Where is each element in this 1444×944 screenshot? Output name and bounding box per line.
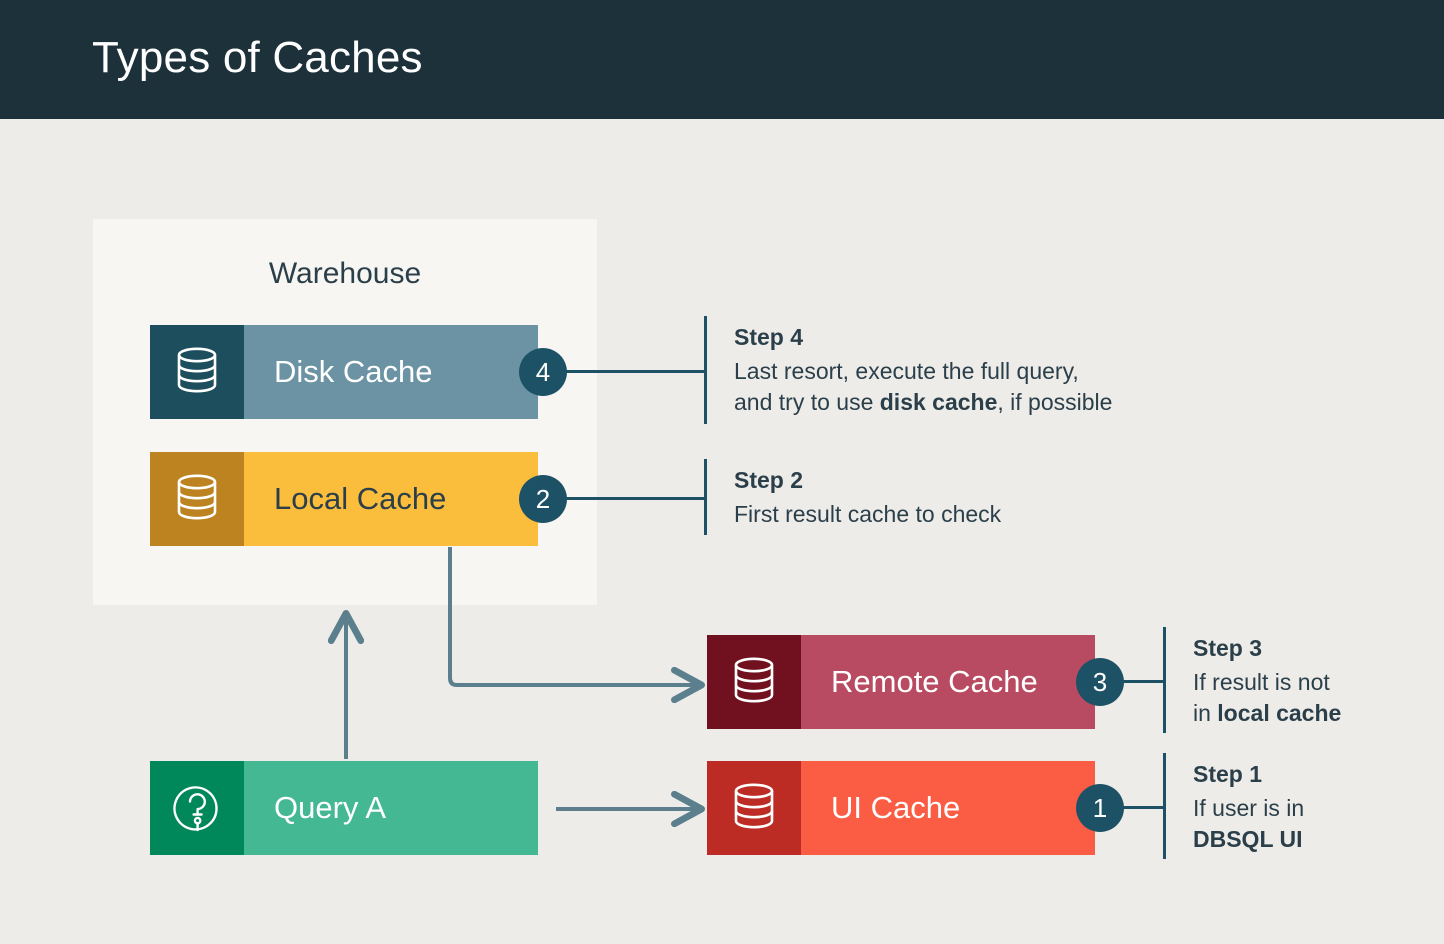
node-local-cache-body: Local Cache [244,452,538,546]
step-2-title: Step 2 [734,467,804,493]
node-disk-cache[interactable]: Disk Cache [150,325,538,419]
database-icon-glyph [177,347,217,393]
database-icon [707,761,801,855]
node-ui-cache-body: UI Cache [801,761,1095,855]
step-4-line1: Last resort, execute the full query, [734,358,1079,384]
node-remote-cache[interactable]: Remote Cache [707,635,1095,729]
node-local-cache[interactable]: Local Cache [150,452,538,546]
leader-line-step-3 [1120,680,1165,683]
node-local-cache-label: Local Cache [274,481,447,516]
step-3-line1: If result is not [1193,669,1330,695]
step-2-line1: First result cache to check [734,501,1002,527]
step-3-line2-pre: in [1193,700,1218,727]
step-badge-4[interactable]: 4 [519,348,567,396]
question-mark-circle-icon [150,761,244,855]
step-4-line2-bold: disk cache [879,389,998,416]
node-disk-cache-body: Disk Cache [244,325,538,419]
node-remote-cache-body: Remote Cache [801,635,1095,729]
warehouse-label: Warehouse [268,257,422,290]
node-ui-cache[interactable]: UI Cache [707,761,1095,855]
leader-line-step-2 [563,497,705,500]
node-remote-cache-label: Remote Cache [831,664,1038,699]
tick-rule-step-2 [704,459,707,535]
step-text-4: Step 4 Last resort, execute the full que… [734,324,1234,419]
node-query-a[interactable]: Query A [150,761,538,855]
step-badge-2[interactable]: 2 [519,475,567,523]
step-text-3: Step 3 If result is not in local cache [1193,635,1443,730]
database-icon-glyph [734,783,774,829]
step-3-title: Step 3 [1193,635,1263,661]
tick-rule-step-4 [704,316,707,424]
step-text-1: Step 1 If user is in DBSQL UI [1193,761,1443,856]
step-badge-1[interactable]: 1 [1076,784,1124,832]
step-3-line2-bold: local cache [1217,700,1342,727]
step-1-title: Step 1 [1193,761,1263,787]
database-icon [150,325,244,419]
step-text-2: Step 2 First result cache to check [734,467,1154,530]
step-1-line1: If user is in [1193,795,1305,821]
step-2-description: First result cache to check [734,499,1154,530]
step-1-line2-bold: DBSQL UI [1193,826,1303,853]
step-1-description: If user is in DBSQL UI [1193,793,1443,856]
step-badge-3[interactable]: 3 [1076,658,1124,706]
page-header: Types of Caches [0,0,1444,119]
database-icon-glyph [734,657,774,703]
step-4-line2-post: , if possible [997,389,1113,416]
step-4-description: Last resort, execute the full query, and… [734,356,1234,419]
step-3-description: If result is not in local cache [1193,667,1443,730]
node-disk-cache-label: Disk Cache [274,354,433,389]
tick-rule-step-1 [1163,753,1166,859]
tick-rule-step-3 [1163,627,1166,733]
page-title: Types of Caches [92,33,423,82]
node-query-a-label: Query A [274,790,386,825]
node-query-a-body: Query A [244,761,538,855]
leader-line-step-1 [1120,806,1165,809]
leader-line-step-4 [563,370,705,373]
diagram-canvas: Warehouse Disk Cache [0,119,1444,944]
question-mark-circle-icon-glyph [173,786,218,832]
database-icon [150,452,244,546]
step-4-line2-pre: and try to use [734,389,880,416]
node-ui-cache-label: UI Cache [831,790,961,825]
database-icon [707,635,801,729]
database-icon-glyph [177,474,217,520]
step-4-title: Step 4 [734,324,804,350]
